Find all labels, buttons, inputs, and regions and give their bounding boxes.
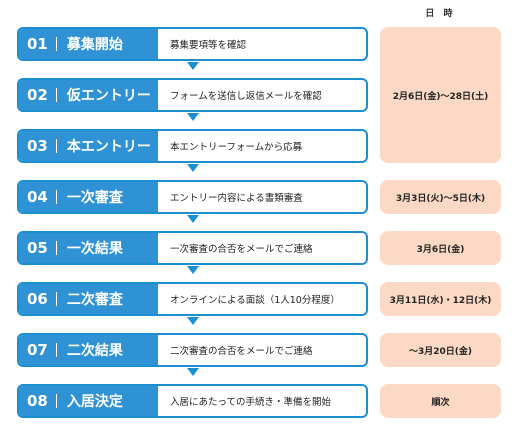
arrow-down-icon	[187, 113, 199, 121]
step-header: 05 一次結果	[19, 233, 158, 263]
step-title: 二次審査	[66, 292, 123, 308]
date-box-step-08: 順次	[380, 384, 501, 418]
step-title: 二次結果	[66, 343, 123, 359]
step-number: 06	[27, 290, 48, 308]
date-box-step-05: 3月6日(金)	[380, 231, 501, 265]
step-06: 06 二次審査 オンラインによる面談（1人10分程度）	[17, 282, 368, 316]
step-header: 08 入居決定	[19, 386, 158, 416]
step-header: 06 二次審査	[19, 284, 158, 314]
step-number: 03	[27, 137, 48, 155]
step-01: 01 募集開始 募集要項等を確認	[17, 27, 368, 61]
arrow-down-icon	[187, 62, 199, 70]
step-header: 04 一次審査	[19, 182, 158, 212]
arrow-down-icon	[187, 266, 199, 274]
step-description: 募集要項等を確認	[170, 40, 247, 51]
step-title: 一次審査	[66, 190, 123, 206]
step-title: 募集開始	[66, 37, 123, 53]
step-description: 本エントリーフォームから応募	[170, 142, 303, 153]
arrow-down-icon	[187, 317, 199, 325]
date-box-step-07: ～3月20日(金)	[380, 333, 501, 367]
step-header: 07 二次結果	[19, 335, 158, 365]
step-03: 03 本エントリー 本エントリーフォームから応募	[17, 129, 368, 163]
step-number: 01	[27, 35, 48, 53]
step-title: 入居決定	[66, 394, 123, 410]
step-description: 一次審査の合否をメールでご連絡	[170, 244, 313, 255]
step-description: フォームを送信し返信メールを確認	[170, 91, 322, 102]
step-08: 08 入居決定 入居にあたっての手続き・準備を開始	[17, 384, 368, 418]
step-description: オンラインによる面談（1人10分程度）	[170, 295, 340, 306]
step-header: 02 仮エントリー	[19, 80, 158, 110]
step-number: 02	[27, 86, 48, 104]
arrow-down-icon	[187, 164, 199, 172]
step-header: 01 募集開始	[19, 29, 158, 59]
date-column-header: 日 時	[425, 9, 456, 19]
step-05: 05 一次結果 一次審査の合否をメールでご連絡	[17, 231, 368, 265]
step-number: 05	[27, 239, 48, 257]
step-04: 04 一次審査 エントリー内容による書類審査	[17, 180, 368, 214]
step-02: 02 仮エントリー フォームを送信し返信メールを確認	[17, 78, 368, 112]
step-number: 04	[27, 188, 48, 206]
step-07: 07 二次結果 二次審査の合否をメールでご連絡	[17, 333, 368, 367]
step-description: 二次審査の合否をメールでご連絡	[170, 346, 313, 357]
arrow-down-icon	[187, 368, 199, 376]
arrow-down-icon	[187, 215, 199, 223]
step-description: 入居にあたっての手続き・準備を開始	[170, 397, 332, 408]
date-box-steps-01-03: 2月6日(金)～28日(土)	[380, 27, 501, 163]
step-number: 07	[27, 341, 48, 359]
step-title: 仮エントリー	[66, 88, 151, 104]
date-box-step-04: 3月3日(火)～5日(木)	[380, 180, 501, 214]
step-title: 本エントリー	[66, 139, 151, 155]
date-box-step-06: 3月11日(水)・12日(木)	[380, 282, 501, 316]
step-number: 08	[27, 392, 48, 410]
step-header: 03 本エントリー	[19, 131, 158, 161]
step-description: エントリー内容による書類審査	[170, 193, 303, 204]
step-title: 一次結果	[66, 241, 123, 257]
